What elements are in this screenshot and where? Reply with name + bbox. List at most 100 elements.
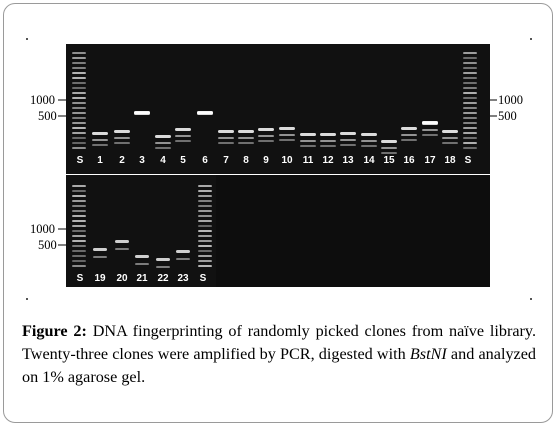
ladder-band <box>72 97 86 99</box>
ladder-band <box>72 72 86 74</box>
lane-label: 21 <box>136 273 148 284</box>
sample-band <box>218 137 234 139</box>
lane-label: S <box>200 273 207 284</box>
sample-band <box>218 142 234 144</box>
sample-band <box>218 130 234 133</box>
lane-label: 3 <box>139 155 145 166</box>
sample-band <box>422 134 438 136</box>
ladder-band <box>463 97 477 99</box>
ladder-band <box>72 87 86 89</box>
ladder-band <box>72 147 86 149</box>
ladder-band <box>463 62 477 64</box>
ladder-band <box>72 107 86 109</box>
lane-label: 23 <box>177 273 189 284</box>
sample-band <box>340 132 356 135</box>
ladder-band <box>463 127 477 129</box>
ladder-band <box>463 142 477 144</box>
ladder-band <box>72 220 86 222</box>
sample-band <box>238 130 254 133</box>
ladder-band <box>72 250 86 252</box>
caption-enzyme: BstNI <box>410 345 447 363</box>
sample-band-large <box>134 111 150 114</box>
ladder-band <box>463 112 477 114</box>
ladder-band <box>198 260 212 262</box>
ladder-band <box>198 235 212 237</box>
ladder-band <box>72 77 86 79</box>
agarose-gel-image: 1000 500 1000 500 1000 500 S123456789101… <box>0 0 558 310</box>
ladder-band <box>72 102 86 104</box>
ladder-band <box>463 137 477 139</box>
sample-band <box>175 140 191 142</box>
marker-500-bottom-left: 500 <box>38 238 57 252</box>
gel-bottom-rest <box>216 175 490 287</box>
sample-band <box>176 250 190 253</box>
sample-band <box>381 140 397 143</box>
ladder-band <box>72 117 86 119</box>
lane-label: 20 <box>116 273 128 284</box>
sample-band <box>279 134 295 136</box>
lane-label: 9 <box>263 155 269 166</box>
sample-band <box>155 142 171 144</box>
lane-label: 4 <box>160 155 166 166</box>
sample-band <box>300 133 316 136</box>
lane-label: 12 <box>322 155 334 166</box>
lane-label: 16 <box>403 155 415 166</box>
sample-band <box>340 144 356 146</box>
lane-label: 18 <box>444 155 456 166</box>
ladder-band <box>72 52 86 54</box>
gel-bottom <box>66 175 216 287</box>
sample-band <box>258 128 274 131</box>
sample-band <box>92 132 108 135</box>
ladder-band <box>198 245 212 247</box>
sample-band <box>300 140 316 142</box>
sample-band <box>115 248 129 250</box>
lane-label: 8 <box>243 155 249 166</box>
sample-band <box>175 135 191 137</box>
ladder-band <box>198 190 212 192</box>
ladder-band <box>463 67 477 69</box>
ladder-band <box>463 52 477 54</box>
ladder-band <box>198 225 212 227</box>
sample-band <box>258 135 274 137</box>
sample-band <box>401 127 417 130</box>
sample-band <box>156 266 170 268</box>
lane-label: S <box>77 273 84 284</box>
ladder-band <box>198 240 212 242</box>
sample-band <box>238 142 254 144</box>
ladder-band <box>72 67 86 69</box>
sample-band <box>114 137 130 139</box>
ladder-band <box>463 117 477 119</box>
ladder-band <box>72 210 86 212</box>
ladder-band <box>72 82 86 84</box>
ladder-band <box>463 72 477 74</box>
ladder-band <box>72 112 86 114</box>
marker-500-left: 500 <box>38 109 57 123</box>
sample-band <box>381 152 397 154</box>
sample-band <box>93 256 107 258</box>
sample-band <box>361 145 377 147</box>
sample-band <box>135 263 149 265</box>
sample-band <box>422 129 438 131</box>
sample-band <box>238 137 254 139</box>
sample-band <box>401 134 417 136</box>
ladder-band <box>72 195 86 197</box>
ladder-band <box>72 265 86 267</box>
marker-1000-left: 1000 <box>30 93 55 107</box>
ladder-band <box>72 205 86 207</box>
sample-band <box>381 147 397 149</box>
ladder-band <box>72 215 86 217</box>
sample-band <box>93 248 107 251</box>
sample-band <box>92 144 108 146</box>
lane-label: S <box>465 155 472 166</box>
ladder-band <box>72 200 86 202</box>
sample-band <box>135 255 149 258</box>
ladder-band <box>198 255 212 257</box>
lane-label: 7 <box>223 155 229 166</box>
ladder-band <box>463 132 477 134</box>
ladder-band <box>72 137 86 139</box>
lane-label: 15 <box>383 155 395 166</box>
ladder-band <box>198 230 212 232</box>
ladder-band <box>72 92 86 94</box>
sample-band <box>258 140 274 142</box>
ladder-band <box>463 82 477 84</box>
